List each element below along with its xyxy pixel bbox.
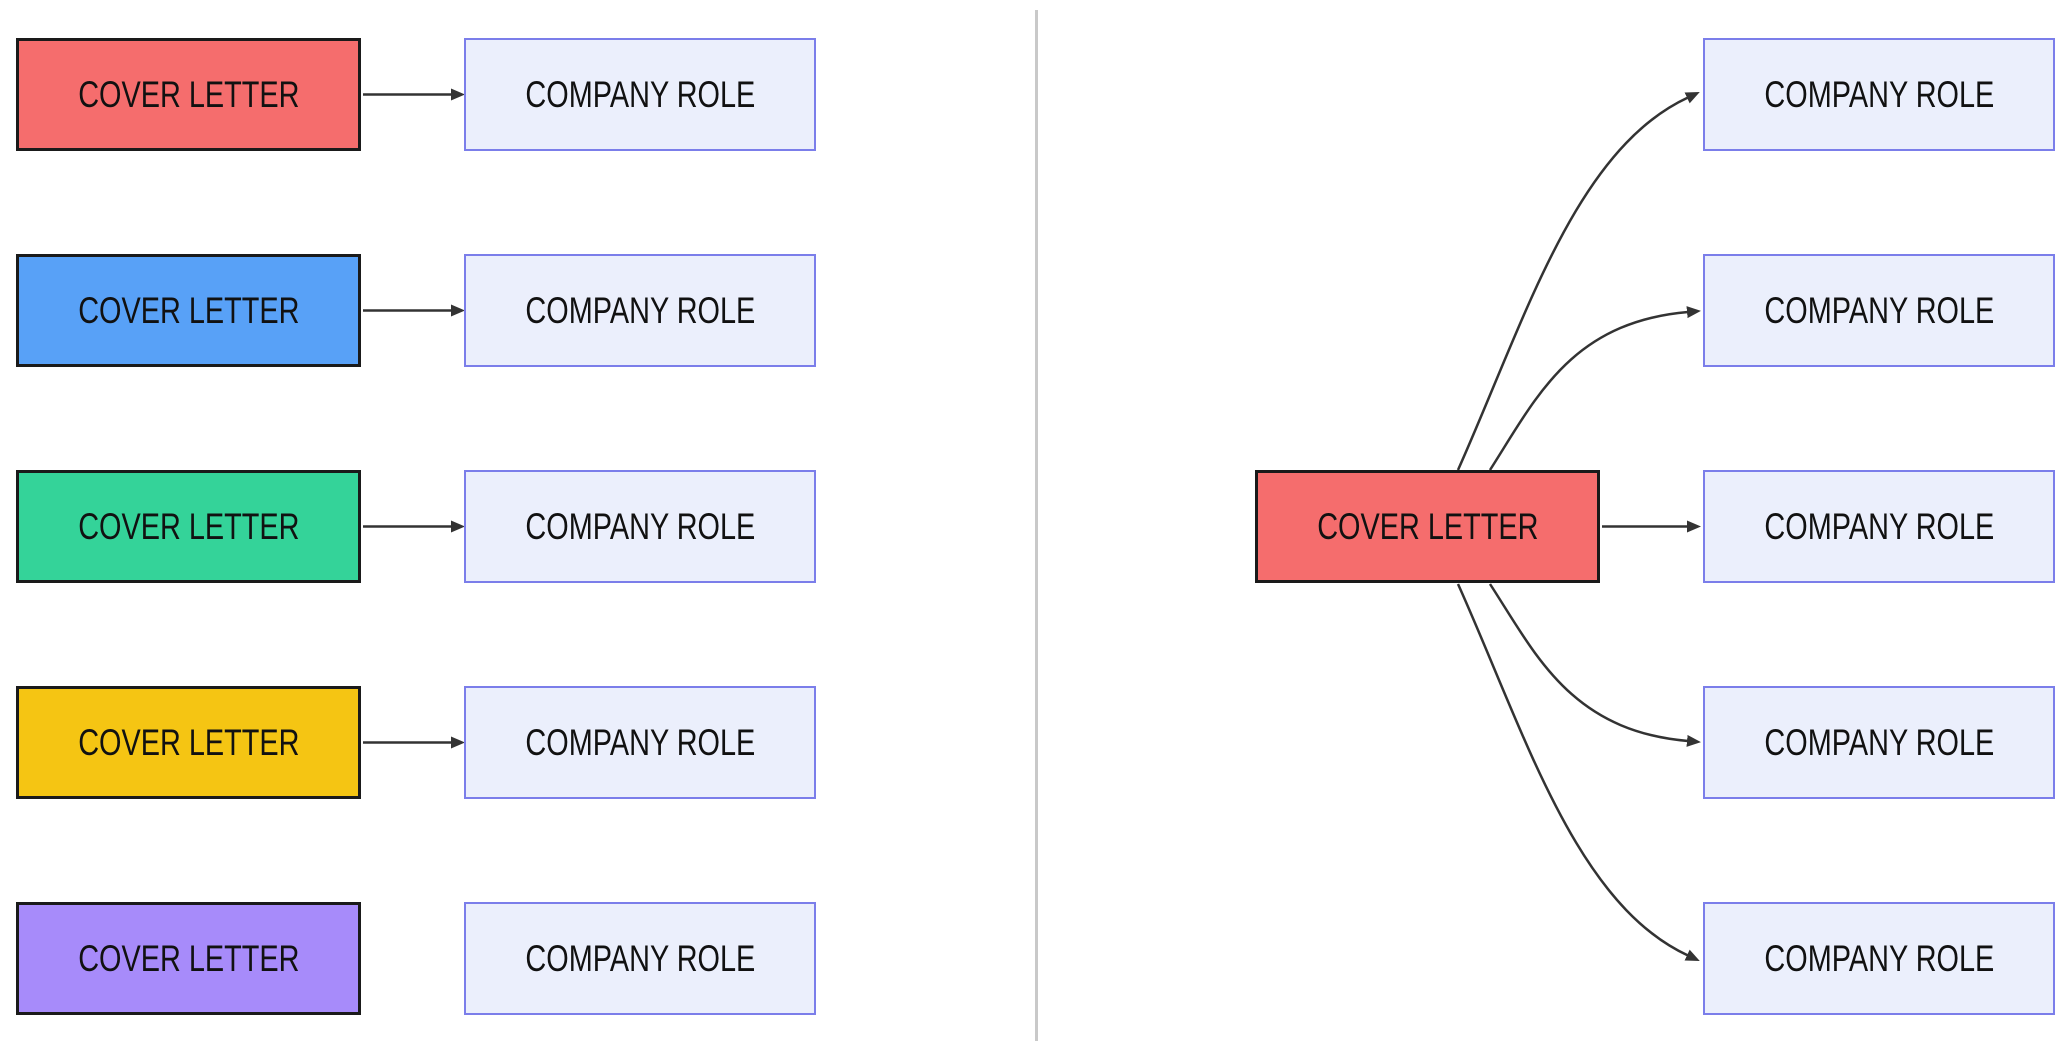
cover-letter-node: COVER LETTER <box>16 470 361 583</box>
node-label: COVER LETTER <box>77 73 300 115</box>
company-role-node: COMPANY ROLE <box>464 254 816 367</box>
cover-letter-node: COVER LETTER <box>16 254 361 367</box>
node-label: COMPANY ROLE <box>525 937 755 979</box>
node-label: COMPANY ROLE <box>1764 73 1994 115</box>
node-label: COMPANY ROLE <box>1764 937 1994 979</box>
arrow-right-row5 <box>1456 583 1700 961</box>
node-label: COMPANY ROLE <box>1764 721 1994 763</box>
node-label: COMPANY ROLE <box>525 289 755 331</box>
node-label: COVER LETTER <box>77 937 300 979</box>
company-role-node: COMPANY ROLE <box>1703 470 2055 583</box>
cover-letter-node: COVER LETTER <box>16 38 361 151</box>
cover-letter-node: COVER LETTER <box>16 902 361 1015</box>
arrow-right-row1 <box>1456 92 1700 471</box>
company-role-node: COMPANY ROLE <box>1703 902 2055 1015</box>
node-label: COVER LETTER <box>1316 505 1539 547</box>
node-label: COVER LETTER <box>77 721 300 763</box>
company-role-node: COMPANY ROLE <box>464 902 816 1015</box>
company-role-node: COMPANY ROLE <box>1703 38 2055 151</box>
company-role-node: COMPANY ROLE <box>1703 254 2055 367</box>
node-label: COVER LETTER <box>77 505 300 547</box>
node-label: COMPANY ROLE <box>1764 505 1994 547</box>
node-label: COVER LETTER <box>77 289 300 331</box>
panel-divider <box>1035 10 1038 1041</box>
node-label: COMPANY ROLE <box>525 73 755 115</box>
arrow-right-row2 <box>1488 306 1701 471</box>
node-label: COMPANY ROLE <box>1764 289 1994 331</box>
arrow-right-row4 <box>1488 583 1701 747</box>
node-label: COMPANY ROLE <box>525 721 755 763</box>
cover-letter-node: COVER LETTER <box>16 686 361 799</box>
node-label: COMPANY ROLE <box>525 505 755 547</box>
cover-letter-node: COVER LETTER <box>1255 470 1600 583</box>
company-role-node: COMPANY ROLE <box>464 470 816 583</box>
company-role-node: COMPANY ROLE <box>464 686 816 799</box>
company-role-node: COMPANY ROLE <box>464 38 816 151</box>
company-role-node: COMPANY ROLE <box>1703 686 2055 799</box>
